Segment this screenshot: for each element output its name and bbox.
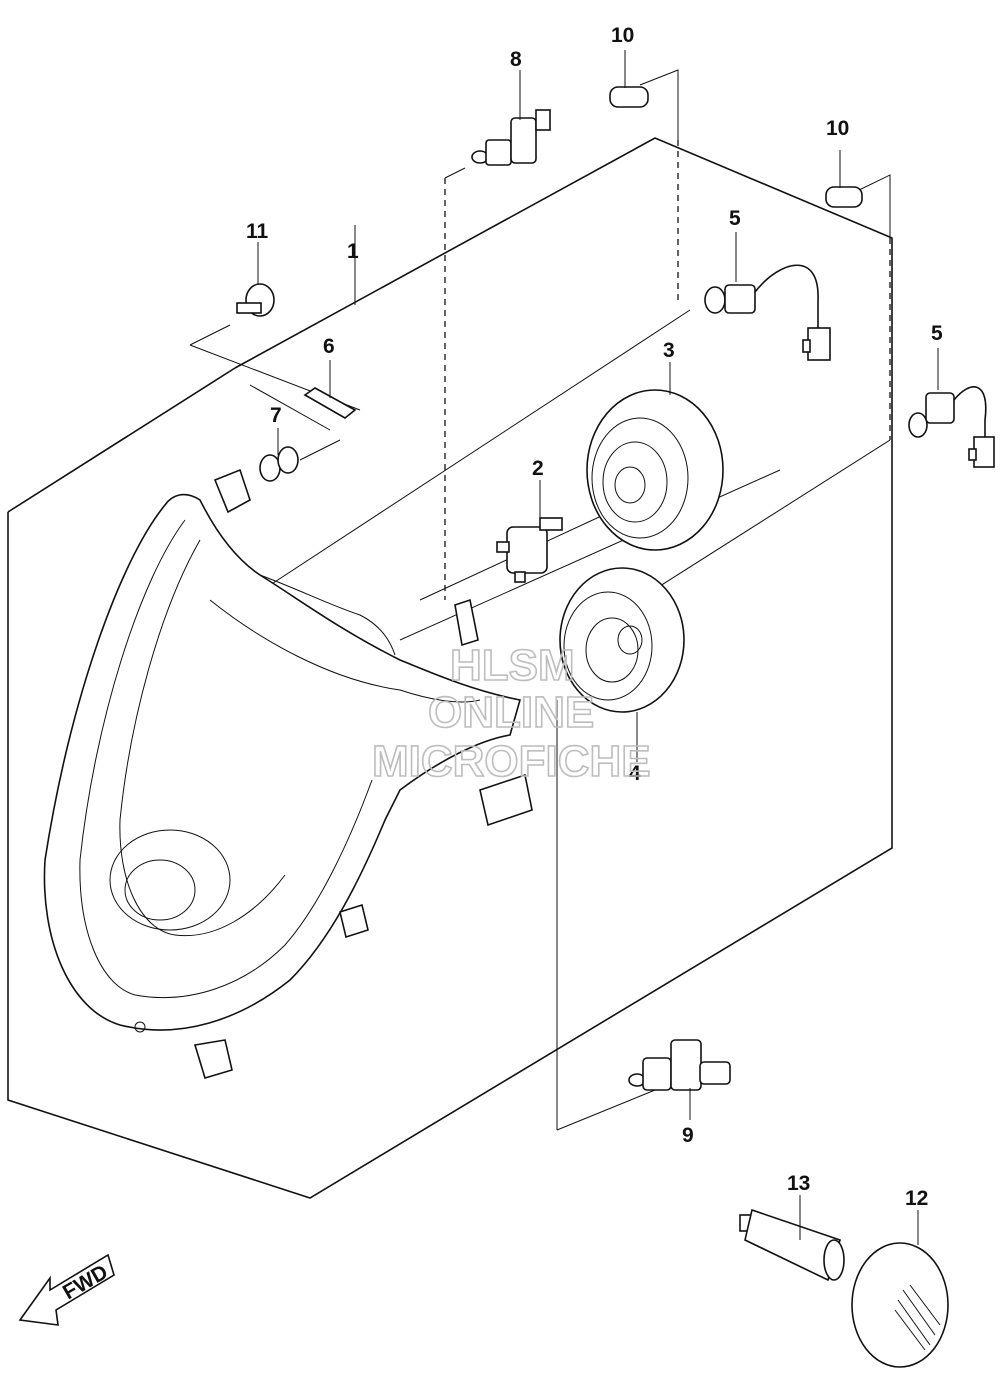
callout-3: 3	[663, 339, 675, 362]
bulb-part-9	[628, 1039, 731, 1091]
harness-part-5b	[908, 386, 995, 468]
watermark-line1: HLSM	[450, 641, 575, 690]
socket-part-2	[496, 517, 563, 583]
fwd-label: FWD	[59, 1260, 112, 1304]
callout-2: 2	[532, 457, 544, 480]
bulb-part-10a	[609, 86, 649, 108]
watermark: HLSM ONLINE MICROFICHE	[371, 640, 651, 787]
grommet-part-7	[259, 446, 299, 482]
callout-11: 11	[246, 220, 269, 243]
callout-numbers: 8 10 10 5 5 11 1 6 7 3 2 4 9 13 12	[246, 24, 943, 1210]
reflector-ring-part-3	[586, 389, 724, 551]
reflector-part-12	[851, 1242, 949, 1368]
fwd-arrow-icon: FWD	[18, 1253, 115, 1326]
bulb-part-10b	[825, 186, 863, 208]
callout-4: 4	[629, 762, 641, 785]
callout-5a: 5	[729, 207, 741, 230]
pin-part-13	[739, 1208, 845, 1282]
callout-10b: 10	[826, 117, 849, 140]
headlight-housing	[43, 468, 533, 1079]
watermark-line2: ONLINE	[428, 688, 594, 737]
callout-5b: 5	[931, 322, 943, 345]
callout-12: 12	[905, 1187, 928, 1210]
callout-8: 8	[510, 48, 522, 71]
bulb-part-8	[471, 109, 551, 166]
callout-7: 7	[270, 404, 282, 427]
leader-lines	[257, 50, 939, 1245]
assembly-frame	[7, 69, 893, 1199]
watermark-line3: MICROFICHE	[372, 737, 651, 786]
screw-part-11	[236, 283, 275, 317]
reflector-ring-part-4	[559, 567, 685, 713]
callout-13: 13	[787, 1172, 810, 1195]
callout-6: 6	[323, 335, 335, 358]
callout-10a: 10	[611, 24, 634, 47]
callout-1: 1	[347, 240, 359, 263]
label-part-6	[303, 387, 357, 419]
harness-part-5a	[704, 264, 831, 361]
callout-9: 9	[682, 1124, 694, 1147]
